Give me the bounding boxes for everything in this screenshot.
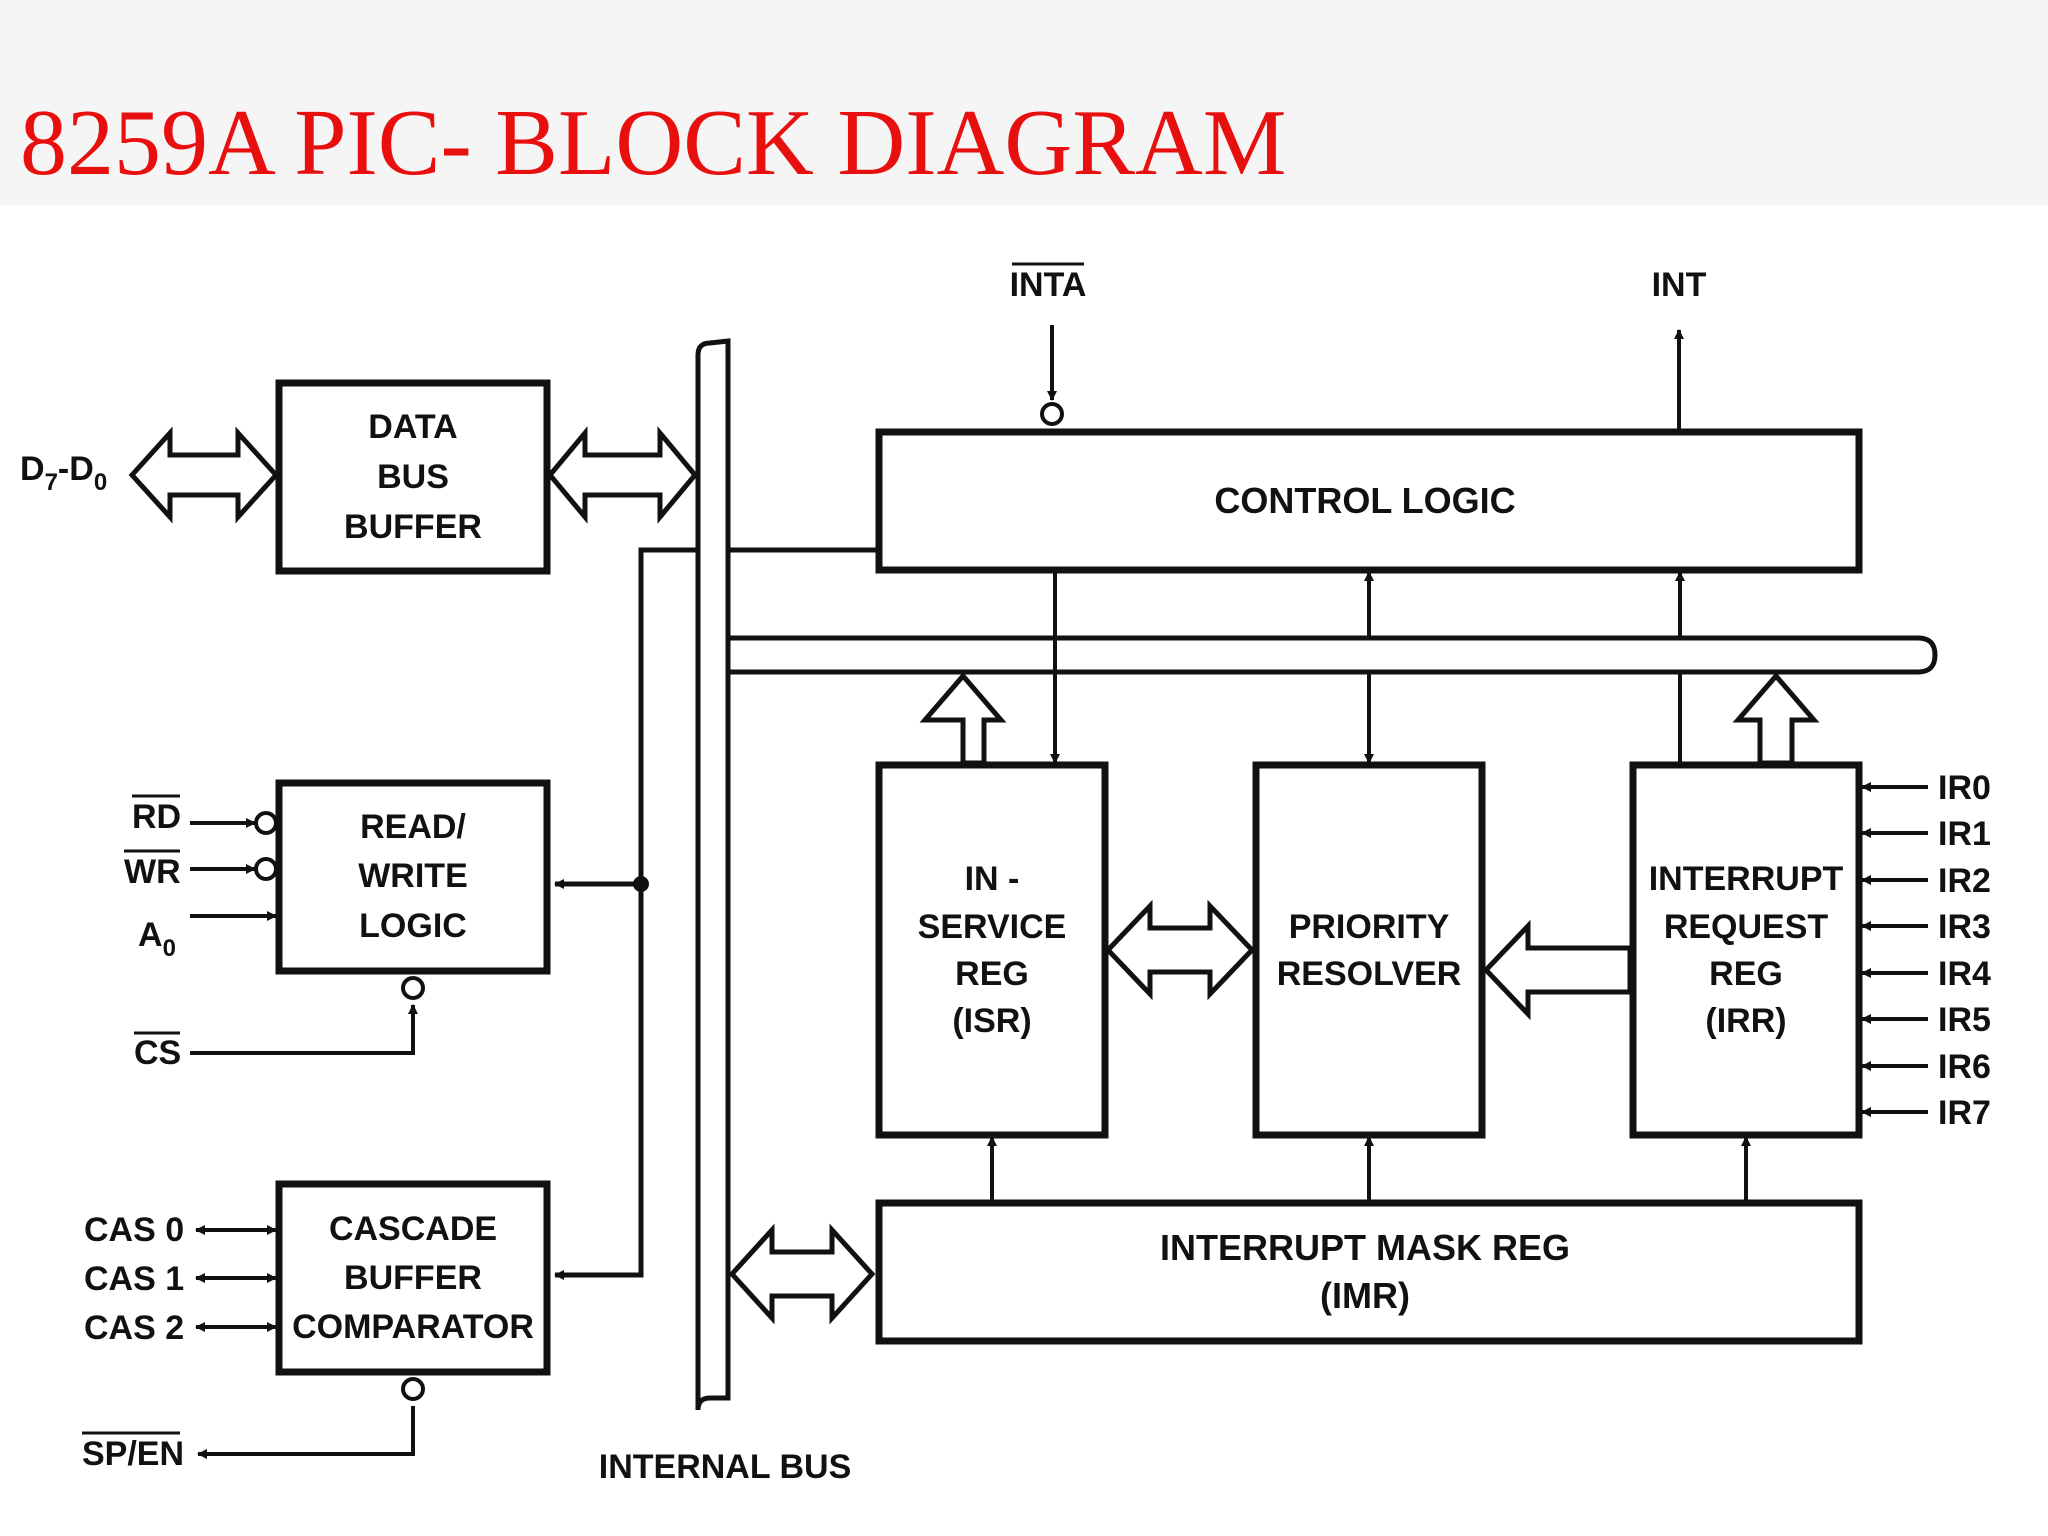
block-label-line: LOGIC (359, 907, 467, 945)
cas1-label: CAS 1 (84, 1260, 184, 1298)
ir1-label: IR1 (1938, 815, 1991, 853)
ir-inputs (1861, 782, 1928, 1117)
interrupt-request-reg-block: INTERRUPT REQUEST REG (IRR) (1629, 761, 1863, 1139)
int-signal: INT (1652, 266, 1707, 432)
cas-signals: CAS 0 CAS 1 CAS 2 (84, 1211, 277, 1347)
ir0-label: IR0 (1938, 769, 1991, 807)
block-label-line: DATA (368, 408, 457, 446)
cas0-label: CAS 0 (84, 1211, 184, 1249)
block-label-line: REG (1709, 955, 1783, 993)
rd-label: RD (132, 798, 181, 836)
block-label-line: BUFFER (344, 1259, 482, 1297)
block-label-line: INTERRUPT (1649, 860, 1844, 898)
ir3-label: IR3 (1938, 908, 1991, 946)
block-label-line: (IRR) (1705, 1002, 1786, 1040)
int-label: INT (1652, 266, 1707, 304)
internal-bus-label: INTERNAL BUS (599, 1448, 852, 1486)
a0-signal: A0 (138, 911, 277, 962)
ir-labels: IR0 IR1 IR2 IR3 IR4 IR5 IR6 IR7 (1938, 769, 1991, 1132)
ir2-label: IR2 (1938, 862, 1991, 900)
d7-d0-label: D7-D0 (20, 450, 107, 496)
block-label-line: BUS (377, 458, 449, 496)
cas2-label: CAS 2 (84, 1309, 184, 1347)
block-label-line: COMPARATOR (292, 1308, 534, 1346)
sp-en-signal: SP/EN (82, 1377, 425, 1473)
block-label-line: (IMR) (1320, 1275, 1410, 1316)
horizontal-bus (728, 635, 1938, 675)
wr-label: WR (124, 853, 181, 891)
block-label-line: REQUEST (1664, 908, 1829, 946)
cs-signal: CS (134, 976, 425, 1072)
hollow-up-arrow-isr (919, 672, 1007, 766)
rd-signal: RD (132, 794, 278, 836)
block-label-line: REG (955, 955, 1029, 993)
block-label-line: PRIORITY (1289, 908, 1450, 946)
ir7-label: IR7 (1938, 1094, 1991, 1132)
double-arrow-bus-imr (728, 1223, 876, 1325)
double-arrow-d7-d0 (128, 426, 280, 524)
read-write-logic-block: READ/ WRITE LOGIC (275, 779, 551, 975)
block-label-line: READ/ (360, 808, 466, 846)
block-label-line: (ISR) (952, 1002, 1031, 1040)
control-signal-lines (987, 570, 1751, 1203)
cascade-buffer-comparator-block: CASCADE BUFFER COMPARATOR (275, 1180, 551, 1376)
priority-resolver-block: PRIORITY RESOLVER (1252, 761, 1486, 1139)
double-arrow-isr-pr (1104, 899, 1256, 1001)
block-label-line: BUFFER (344, 508, 482, 546)
arrow-irr-to-pr (1482, 919, 1633, 1021)
d7-d0-signal: D7-D0 (20, 450, 107, 496)
internal-bus (695, 338, 731, 1411)
in-service-reg-block: IN - SERVICE REG (ISR) (875, 761, 1109, 1139)
cs-label: CS (134, 1034, 181, 1072)
hollow-up-arrow-irr (1732, 672, 1820, 766)
block-label-line: CONTROL LOGIC (1214, 480, 1515, 521)
bus-branch-lines (554, 547, 698, 1280)
block-label-line: SERVICE (918, 908, 1067, 946)
interrupt-mask-reg-block: INTERRUPT MASK REG (IMR) (875, 1199, 1863, 1345)
inta-signal: INTA (1010, 262, 1087, 426)
data-bus-buffer-block: DATA BUS BUFFER (275, 379, 551, 575)
sp-en-label: SP/EN (82, 1435, 184, 1473)
block-label-line: CASCADE (329, 1210, 497, 1248)
page-title: 8259A PIC- BLOCK DIAGRAM (20, 91, 1287, 195)
ir5-label: IR5 (1938, 1001, 1991, 1039)
block-label-line: RESOLVER (1277, 955, 1462, 993)
title-band (0, 0, 2048, 205)
ir6-label: IR6 (1938, 1048, 1991, 1086)
block-label-line: IN - (965, 860, 1020, 898)
double-arrow-dbb-bus (546, 426, 699, 524)
inta-label: INTA (1010, 266, 1087, 304)
control-logic-block: CONTROL LOGIC (875, 428, 1863, 574)
ir4-label: IR4 (1938, 955, 1991, 993)
block-label-line: INTERRUPT MASK REG (1160, 1227, 1570, 1268)
block-label-line: WRITE (358, 857, 468, 895)
wr-signal: WR (124, 849, 278, 891)
a0-label: A0 (138, 916, 176, 962)
